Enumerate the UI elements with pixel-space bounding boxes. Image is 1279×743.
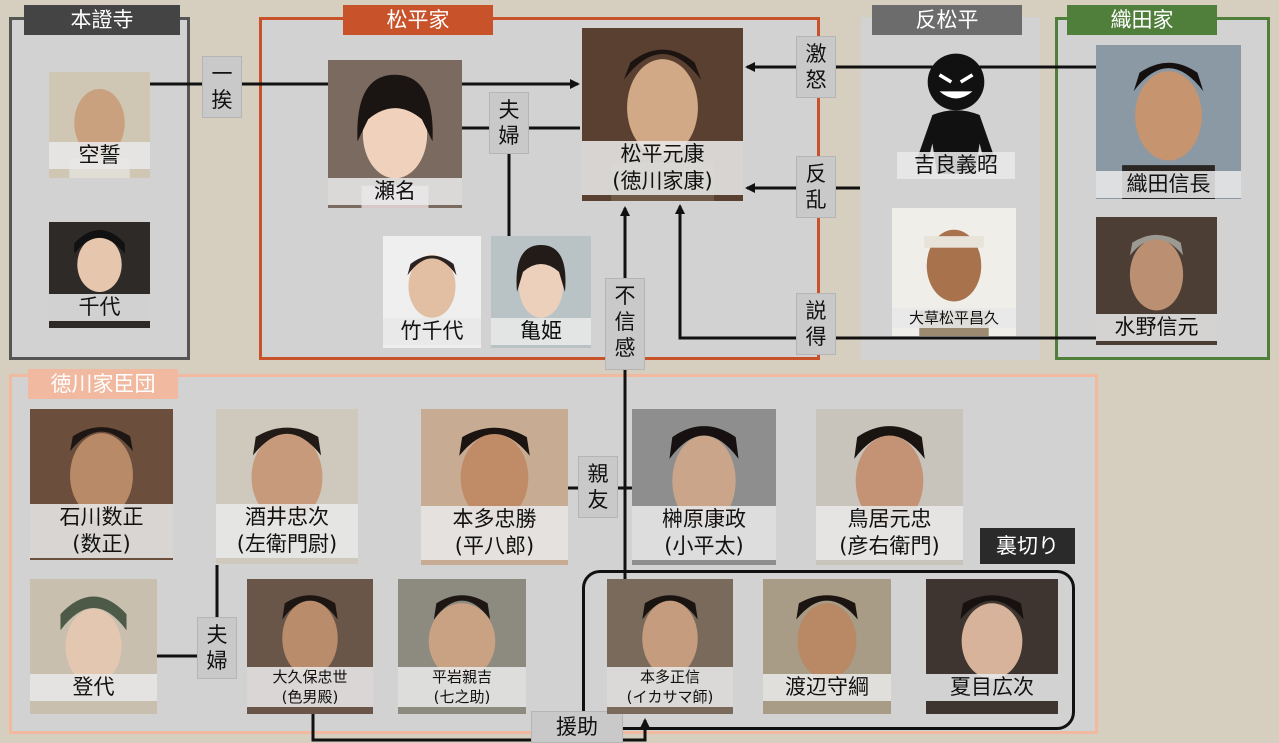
label-fufu: 夫婦 (489, 92, 529, 154)
person-toyo: 登代 (30, 579, 157, 714)
person-kira: 吉良義昭 (897, 42, 1015, 188)
person-chiyo: 千代 (49, 222, 150, 328)
person-label: 本多忠勝(平八郎) (421, 506, 568, 560)
label-fushinkan: 不信感 (605, 278, 645, 370)
person-mizuno: 水野信元 (1096, 217, 1217, 345)
person-okusa: 大草松平昌久 (892, 208, 1016, 336)
person-okubo: 大久保忠世(色男殿) (247, 579, 373, 714)
label-enjo: 援助 (531, 711, 623, 743)
label-fufu2: 夫婦 (197, 617, 237, 679)
person-torii: 鳥居元忠(彦右衛門) (816, 409, 963, 565)
person-kamehime: 亀姫 (491, 236, 591, 348)
person-label: 瀬名 (328, 178, 462, 205)
person-label: 千代 (49, 294, 150, 321)
person-motoyasu: 松平元康(徳川家康) (582, 28, 743, 201)
tag-oda: 織田家 (1067, 5, 1217, 35)
person-kuzei: 空誓 (49, 72, 150, 178)
label-gekido: 激怒 (796, 36, 836, 98)
person-label: 大久保忠世(色男殿) (247, 667, 373, 707)
person-label: 水野信元 (1096, 314, 1217, 341)
label-shinyu: 親友 (578, 456, 618, 518)
person-label: 本多正信(イカサマ師) (607, 667, 733, 707)
person-label: 酒井忠次(左衛門尉) (216, 504, 358, 558)
person-label: 榊原康政(小平太) (632, 506, 776, 560)
person-label: 大草松平昌久 (892, 308, 1016, 328)
tag-matsudaira: 松平家 (343, 5, 493, 35)
tag-honshoji: 本證寺 (24, 5, 180, 35)
person-watanabe: 渡辺守綱 (763, 579, 891, 714)
person-natsume: 夏目広次 (926, 579, 1058, 714)
person-label: 亀姫 (491, 318, 591, 345)
person-takechiyo: 竹千代 (383, 236, 481, 348)
group-betrayal (582, 570, 1075, 730)
label-aisatsu: 一挨 (202, 56, 242, 118)
person-label: 竹千代 (383, 318, 481, 345)
label-settoku: 説得 (796, 293, 836, 355)
person-sena: 瀬名 (328, 60, 462, 208)
person-label: 松平元康(徳川家康) (582, 141, 743, 195)
line-enjo (311, 714, 650, 742)
person-sakakibara: 榊原康政(小平太) (632, 409, 776, 565)
tag-betrayal: 裏切り (980, 528, 1075, 564)
person-ishikawa: 石川数正(数正) (30, 409, 173, 560)
person-label: 鳥居元忠(彦右衛門) (816, 506, 963, 560)
person-label: 吉良義昭 (897, 152, 1015, 179)
person-label: 平岩親吉(七之助) (398, 667, 526, 707)
person-label: 夏目広次 (926, 674, 1058, 701)
person-label: 渡辺守綱 (763, 674, 891, 701)
person-label: 石川数正(数正) (30, 504, 173, 558)
person-nobunaga: 織田信長 (1096, 45, 1241, 199)
person-masanobu: 本多正信(イカサマ師) (607, 579, 733, 714)
line-settoku (675, 204, 1096, 340)
person-tadakatsu: 本多忠勝(平八郎) (421, 409, 568, 565)
person-label: 織田信長 (1096, 171, 1241, 198)
person-label: 登代 (30, 674, 157, 701)
person-label: 空誓 (49, 142, 150, 169)
tag-tokugawa: 徳川家臣団 (28, 369, 178, 399)
tag-anti: 反松平 (872, 5, 1022, 35)
person-hiraiwa: 平岩親吉(七之助) (398, 579, 526, 714)
label-hanran: 反乱 (796, 156, 836, 218)
person-sakai: 酒井忠次(左衛門尉) (216, 409, 358, 564)
